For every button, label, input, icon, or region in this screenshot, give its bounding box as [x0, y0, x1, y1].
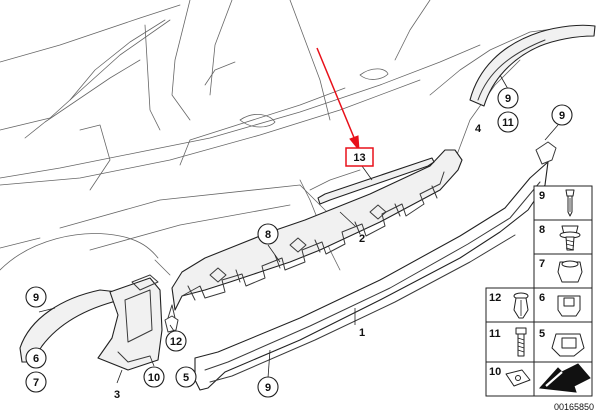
front-clips: [164, 304, 179, 333]
svg-text:9: 9: [265, 382, 271, 394]
vehicle-outline: [0, 0, 561, 276]
callout-5-front: 5: [175, 366, 197, 388]
callout-11-rear-arch: 11: [497, 111, 519, 133]
legend-label-10: 10: [489, 366, 501, 378]
callout-9-rear-arch: 9: [497, 87, 519, 109]
callout-13: 13: [345, 147, 374, 167]
svg-text:11: 11: [502, 117, 514, 129]
fastener-legend: 9 8 7 12 6 11 5 10: [485, 185, 593, 397]
legend-label-8: 8: [539, 224, 545, 236]
legend-label-7: 7: [539, 258, 545, 270]
callout-4: 4: [475, 123, 482, 135]
callout-6-front: 6: [25, 347, 47, 369]
highlight-arrow: [316, 47, 360, 152]
callout-10-front: 10: [143, 366, 165, 388]
screw-icon: [559, 225, 581, 251]
legend-label-6: 6: [539, 292, 545, 304]
svg-text:9: 9: [33, 292, 39, 304]
svg-text:10: 10: [148, 372, 160, 384]
svg-text:9: 9: [505, 93, 511, 105]
square-nut-icon: [505, 369, 531, 387]
rear-wheel-arch-trim: [469, 24, 596, 107]
spring-clip-icon: [551, 333, 585, 357]
callout-12-front: 12: [165, 330, 187, 352]
callout-9-front-left: 9: [25, 286, 47, 308]
push-rivet-icon: [565, 189, 575, 217]
callout-2: 2: [359, 233, 365, 245]
callout-9-sill-end: 9: [551, 104, 573, 126]
svg-text:2: 2: [359, 233, 365, 245]
svg-text:6: 6: [33, 353, 39, 365]
legend-label-11: 11: [489, 328, 501, 340]
svg-text:12: 12: [170, 336, 182, 348]
svg-text:1: 1: [359, 327, 365, 339]
svg-text:7: 7: [33, 377, 39, 389]
clip-nut-icon: [557, 295, 581, 317]
svg-text:5: 5: [183, 372, 189, 384]
callout-1: 1: [359, 327, 365, 339]
svg-text:3: 3: [114, 389, 120, 401]
callout-8: 8: [257, 223, 279, 245]
callout-3: 3: [114, 389, 120, 401]
cap-clip-icon: [557, 260, 583, 283]
leader-lines: [38, 74, 559, 384]
legend-label-12: 12: [489, 292, 501, 304]
svg-text:4: 4: [475, 123, 482, 135]
callout-7-front: 7: [25, 371, 47, 393]
svg-text:13: 13: [353, 152, 365, 164]
direction-arrow-icon: [538, 363, 591, 393]
bolt-icon: [515, 327, 527, 357]
reference-number: 00165850: [554, 402, 594, 412]
expansion-rivet-icon: [513, 292, 529, 319]
inner-sill-bracket: [171, 149, 463, 311]
callout-9-bottom: 9: [257, 376, 279, 398]
svg-text:9: 9: [559, 110, 565, 122]
sill-seal-strip: [317, 157, 435, 205]
svg-text:8: 8: [265, 229, 271, 241]
legend-label-5: 5: [539, 328, 545, 340]
legend-label-9: 9: [539, 190, 545, 202]
